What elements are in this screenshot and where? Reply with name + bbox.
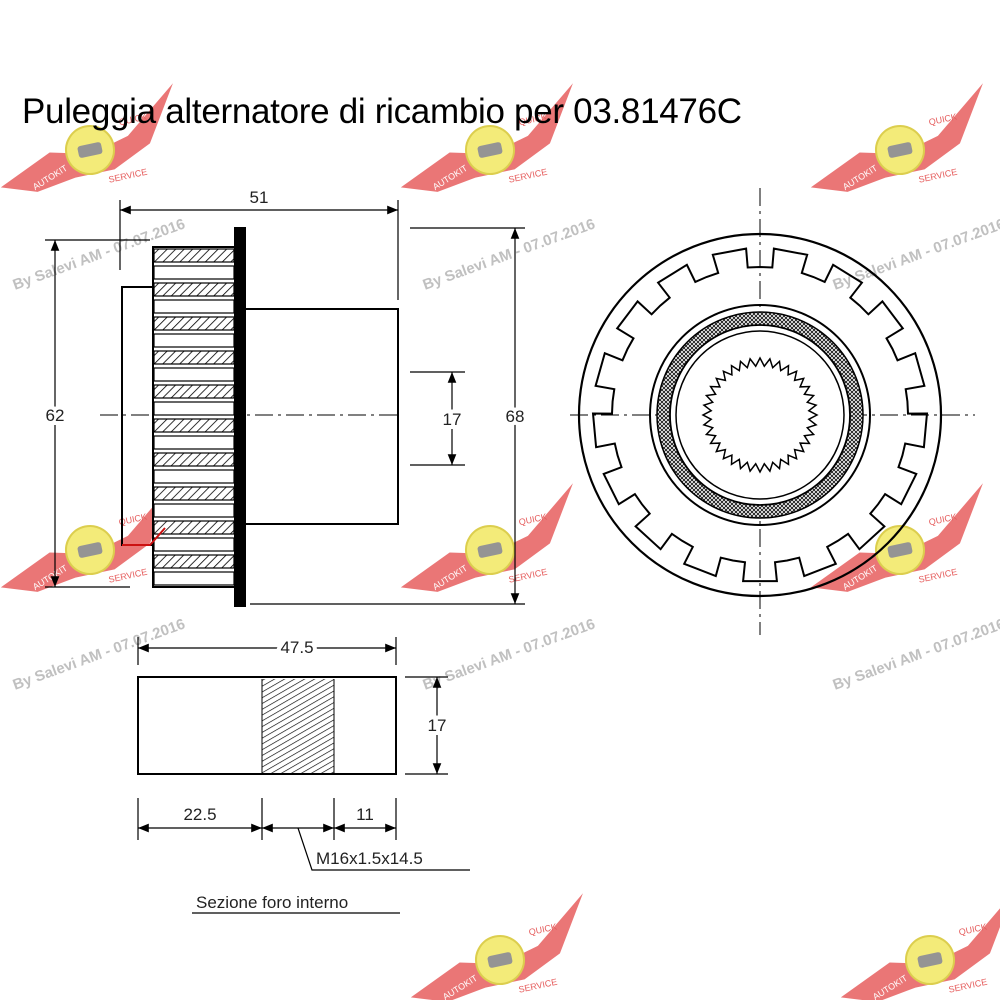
side-dimensions	[45, 200, 525, 605]
bearing-inner-edge	[675, 330, 845, 500]
pulley-groove	[153, 333, 235, 348]
pulley-groove	[153, 452, 235, 467]
pulley-groove	[153, 469, 235, 484]
pulley-groove	[153, 384, 235, 399]
pulley-groove	[153, 571, 235, 586]
dim-insert-right: 11	[356, 805, 374, 824]
dim-pulley-diameter: 68	[506, 407, 525, 426]
pulley-groove	[153, 401, 235, 416]
watermark-text: By Salevi AM - 07.07.2016	[421, 616, 598, 694]
dim-thread: M16x1.5x14.5	[316, 849, 423, 868]
dim-insert-left: 22.5	[183, 805, 216, 824]
pulley-groove	[153, 299, 235, 314]
watermark-text: By Salevi AM - 07.07.2016	[831, 216, 1000, 294]
pulley-groove	[153, 486, 235, 501]
insert-dimensions	[137, 637, 470, 871]
pulley-groove	[153, 418, 235, 433]
dim-bore-diameter: 17	[443, 410, 462, 429]
dim-overall-length: 51	[250, 188, 269, 207]
spline-bore-outline	[701, 356, 819, 474]
pulley-groove	[153, 316, 235, 331]
pulley-flange	[234, 227, 246, 607]
pulley-groove	[153, 282, 235, 297]
watermark-text: By Salevi AM - 07.07.2016	[831, 616, 1000, 694]
red-leader-line	[122, 527, 166, 546]
page-title: Puleggia alternatore di ricambio per 03.…	[22, 92, 742, 131]
bearing-outer-ring	[649, 304, 871, 526]
pulley-groove	[153, 248, 235, 263]
section-label: Sezione foro interno	[196, 893, 348, 912]
pulley-left-step	[121, 286, 153, 546]
pulley-groove	[153, 554, 235, 569]
insert-section	[137, 676, 397, 775]
dim-insert-length: 47.5	[280, 638, 313, 657]
watermark-text: By Salevi AM - 07.07.2016	[421, 216, 598, 294]
pulley-groove	[153, 503, 235, 518]
dim-outer-diameter: 62	[46, 406, 65, 425]
pulley-groove	[153, 367, 235, 382]
pulley-hub	[244, 308, 399, 525]
dim-insert-diameter: 17	[428, 716, 447, 735]
side-view	[100, 227, 400, 607]
front-view	[570, 188, 975, 635]
pulley-groove	[153, 537, 235, 552]
pulley-groove	[153, 350, 235, 365]
insert-thread-hatch	[262, 679, 334, 773]
sprocket-teeth-outline	[591, 247, 929, 583]
pulley-groove	[153, 435, 235, 450]
pulley-groove	[153, 265, 235, 280]
pulley-groove	[153, 520, 235, 535]
pulley-outer-circle	[577, 232, 943, 598]
pulley-body-outline	[152, 246, 236, 588]
